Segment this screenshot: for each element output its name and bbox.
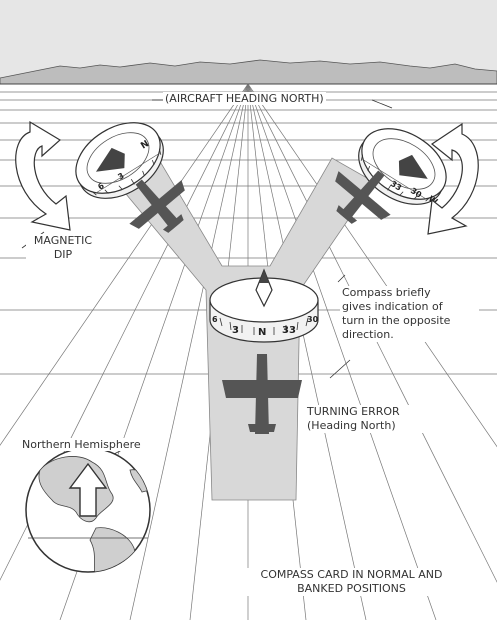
magnetic-dip-label: MAGNETIC DIP — [26, 234, 100, 262]
globe — [26, 448, 150, 586]
hemisphere-label: Northern Hemisphere — [20, 438, 143, 451]
magnetic-dip-line1: MAGNETIC — [28, 234, 98, 248]
caption: COMPASS CARD IN NORMAL AND BANKED POSITI… — [222, 568, 481, 596]
turning-error-label: TURNING ERROR (Heading North) — [305, 405, 424, 433]
center-card-mark-30: 30 — [307, 315, 319, 324]
caption-line1: COMPASS CARD IN NORMAL AND — [224, 568, 479, 582]
center-card-mark-3: 3 — [232, 325, 239, 336]
compass-note-line2: gives indication of — [342, 300, 477, 314]
magnetic-dip-line2: DIP — [28, 248, 98, 262]
magnetic-dip-arrow-left — [16, 122, 70, 230]
center-card-mark-33: 33 — [282, 325, 296, 336]
turning-error-line1: TURNING ERROR — [307, 405, 422, 419]
compass-note-line1: Compass briefly — [342, 286, 477, 300]
compass-note-line3: turn in the opposite — [342, 314, 477, 328]
center-card-mark-n: N — [258, 327, 266, 338]
compass-note: Compass briefly gives indication of turn… — [340, 286, 479, 342]
heading-label: (AIRCRAFT HEADING NORTH) — [163, 92, 326, 105]
center-card-mark-6: 6 — [212, 315, 218, 324]
turning-error-line2: (Heading North) — [307, 419, 422, 433]
caption-line2: BANKED POSITIONS — [224, 582, 479, 596]
compass-note-line4: direction. — [342, 328, 477, 342]
